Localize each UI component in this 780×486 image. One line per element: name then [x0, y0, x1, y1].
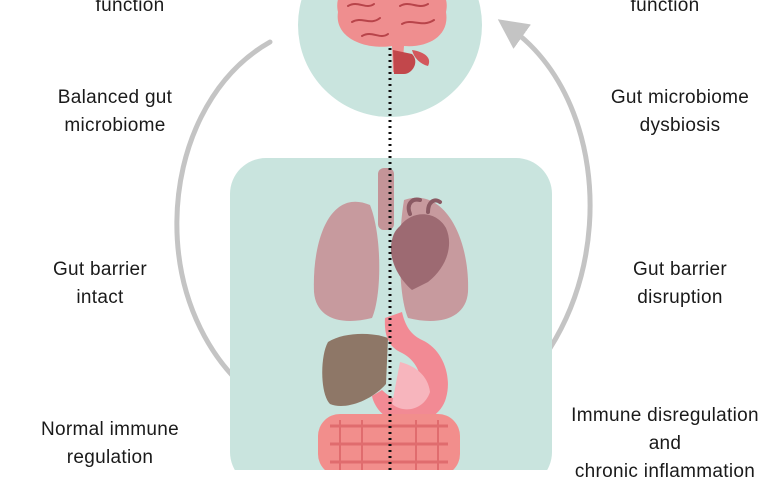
stomach-icon [372, 312, 448, 424]
right-immune-line3: chronic inflammation [574, 461, 756, 482]
right-top-label: function [590, 0, 740, 20]
right-barrier-line1: Gut barrier [632, 259, 728, 280]
left-cycle-arrow [174, 39, 288, 418]
right-microbiome-line1: Gut microbiome [610, 87, 750, 108]
body-panel [230, 158, 552, 470]
left-microbiome-line2: microbiome [64, 115, 166, 136]
left-microbiome-label: Balanced gut microbiome [20, 84, 210, 140]
left-immune-label: Normal immune regulation [20, 416, 200, 472]
right-immune-line1: Immune disregulation [571, 405, 759, 426]
left-barrier-line1: Gut barrier [52, 259, 148, 280]
left-top-text: function [95, 0, 165, 16]
left-lung-icon [313, 201, 380, 321]
right-barrier-line2: disruption [637, 287, 723, 308]
right-immune-label: Immune disregulation and chronic inflamm… [550, 402, 780, 486]
left-barrier-line2: intact [76, 287, 124, 308]
heart-icon [390, 214, 450, 290]
right-microbiome-label: Gut microbiome dysbiosis [585, 84, 775, 140]
gut-brain-diagram [174, 0, 593, 470]
left-microbiome-line1: Balanced gut [57, 87, 173, 108]
left-immune-line2: regulation [66, 447, 154, 468]
right-top-text: function [630, 0, 700, 16]
trachea-icon [378, 168, 394, 230]
brain-icon [337, 0, 447, 74]
left-barrier-label: Gut barrier intact [20, 256, 180, 312]
right-microbiome-line2: dysbiosis [639, 115, 721, 136]
left-immune-line1: Normal immune [41, 419, 179, 440]
left-top-label: function [60, 0, 200, 20]
liver-icon [322, 333, 388, 406]
right-barrier-label: Gut barrier disruption [590, 256, 770, 312]
right-immune-line2: and [648, 433, 682, 454]
intestine-icon [318, 414, 460, 470]
